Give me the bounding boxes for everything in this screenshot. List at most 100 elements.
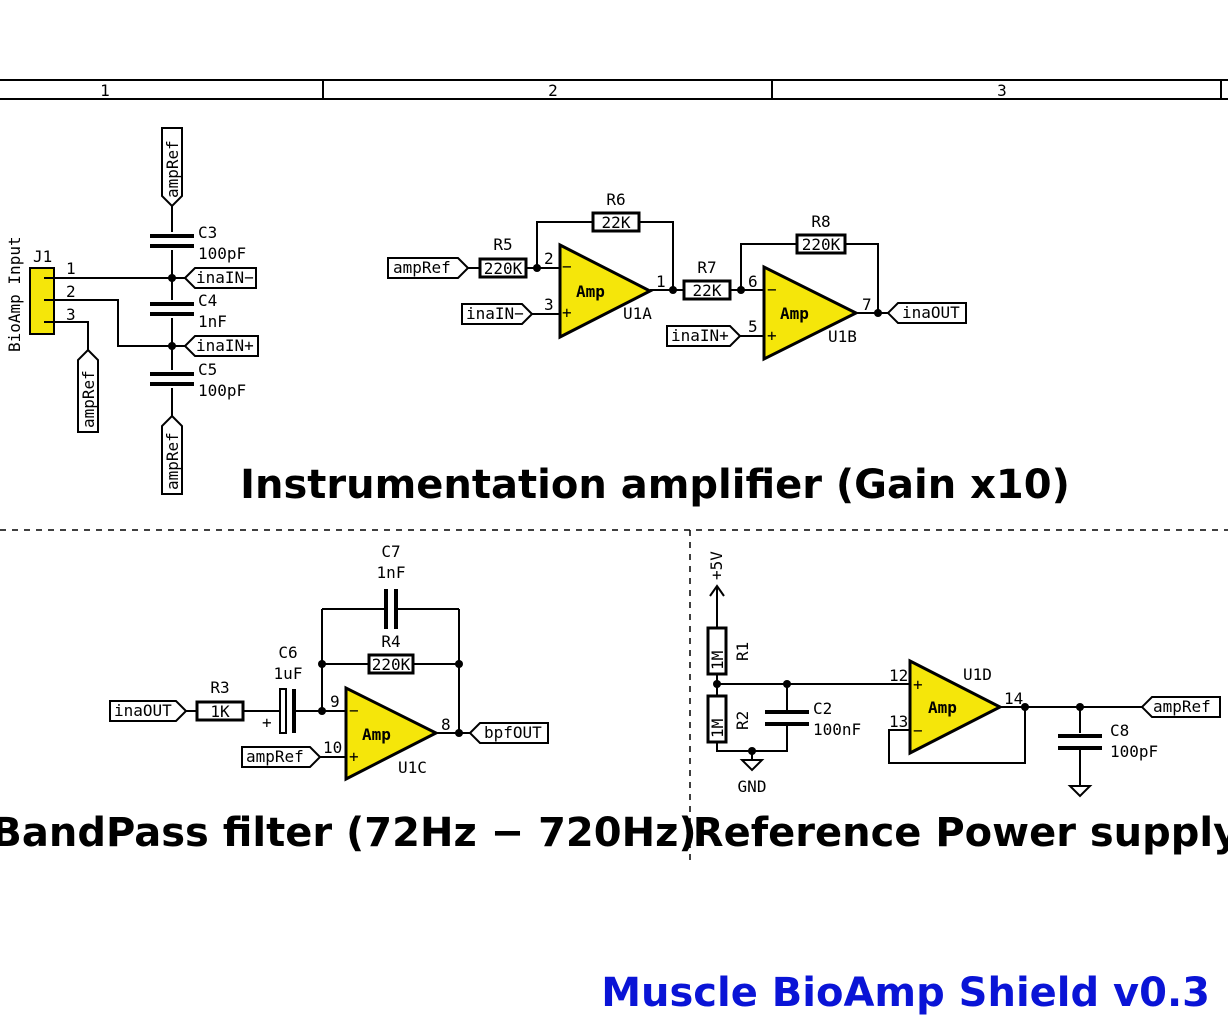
opamp-u1c [344, 685, 440, 782]
frame-ruler: 1 2 3 [0, 79, 1228, 100]
u1c-label: Amp [362, 725, 391, 744]
c3-ref: C3 [198, 223, 217, 242]
u1a-plus-sign: + [562, 303, 572, 322]
c8-ref: C8 [1110, 721, 1129, 740]
r8-ref: R8 [811, 212, 830, 231]
net-label-gnd: GND [738, 777, 767, 796]
u1b-pin-6: 6 [748, 272, 758, 291]
c5-ref: C5 [198, 360, 217, 379]
column-label-1: 1 [100, 81, 110, 100]
c7-value: 1nF [377, 563, 406, 582]
connector-ref: J1 [33, 247, 52, 266]
net-label-ampref-bpf-text: ampRef [246, 747, 304, 766]
resistor-r8 [795, 233, 847, 255]
section-title-bandpass-filter: BandPass filter (72Hz − 720Hz) [0, 810, 697, 856]
u1a-label: Amp [576, 282, 605, 301]
opamp-u1b [762, 264, 860, 362]
opamp-u1a [558, 242, 654, 340]
net-label-ampref-j1-text: ampRef [79, 370, 98, 428]
u1b-ref: U1B [828, 327, 857, 346]
resistor-r3 [195, 700, 245, 722]
r7-value: 22K [693, 281, 722, 300]
r2-ref: R2 [733, 711, 752, 730]
u1c-plus-sign: + [349, 747, 359, 766]
u1d-ref: U1D [963, 665, 992, 684]
net-label-ampref-ina-text: ampRef [393, 258, 451, 277]
c4-ref: C4 [198, 291, 217, 310]
r1-value: 1M [708, 651, 727, 670]
c6-ref: C6 [278, 643, 297, 662]
instrumentation-amplifier: 220K R5 22K R6 22K R7 220K R8 − + Amp U1… [387, 190, 967, 362]
r5-ref: R5 [493, 235, 512, 254]
net-label-inain-plus-text: inaIN+ [671, 326, 729, 345]
net-label-inaout-text: inaOUT [902, 303, 960, 322]
net-label-inain-plus-input-text: inaIN+ [196, 336, 254, 355]
r7-ref: R7 [697, 258, 716, 277]
net-label-inaout-bpf-text: inaOUT [114, 701, 172, 720]
u1a-pin-1: 1 [656, 272, 666, 291]
reference-power-supply: +5V 1M R1 1M R2 GND C2 100nF + − Amp U1D… [706, 551, 1221, 798]
net-label-ampref-top-text: ampRef [163, 140, 182, 198]
u1a-minus-sign: − [562, 257, 572, 276]
connector-pin-3: 3 [66, 305, 76, 324]
u1b-plus-sign: + [767, 326, 777, 345]
net-label-ampref-ina [387, 257, 470, 279]
input-section: BioAmp Input J1 1 2 3 C3 100pF C4 1nF C5… [5, 127, 259, 495]
c7-ref: C7 [381, 542, 400, 561]
net-label-inaout [886, 302, 967, 324]
r5-value: 220K [484, 259, 523, 278]
net-label-ampref-out-text: ampRef [1153, 697, 1211, 716]
u1d-plus-sign: + [913, 675, 923, 694]
net-label-bpfout-text: bpfOUT [484, 723, 542, 742]
gnd-icon-c8 [1067, 785, 1093, 798]
section-title-instrumentation-amplifier: Instrumentation amplifier (Gain x10) [240, 462, 1070, 508]
r3-ref: R3 [210, 678, 229, 697]
opamp-u1d [908, 658, 1004, 756]
net-label-bpfout [468, 722, 549, 744]
u1c-pin-8: 8 [441, 715, 451, 734]
net-label-5v: +5V [707, 551, 726, 580]
u1d-label: Amp [928, 698, 957, 717]
c6-value: 1uF [274, 664, 303, 683]
r6-value: 22K [602, 213, 631, 232]
c8-value: 100pF [1110, 742, 1158, 761]
u1a-pin-3: 3 [544, 295, 554, 314]
net-label-inaout-bpf [109, 700, 188, 722]
r4-value: 220K [372, 655, 411, 674]
r1-ref: R1 [733, 642, 752, 661]
net-label-inain-plus-input [183, 335, 259, 357]
net-label-inain-plus [666, 325, 742, 347]
connector-pin-1: 1 [66, 259, 76, 278]
section-title-reference-power-supply: Reference Power supply [693, 810, 1228, 856]
net-label-ampref-bottom-text: ampRef [163, 432, 182, 490]
u1c-minus-sign: − [349, 701, 359, 720]
u1b-label: Amp [780, 304, 809, 323]
connector-pin-2: 2 [66, 282, 76, 301]
u1c-pin-10: 10 [323, 738, 342, 757]
c5-value: 100pF [198, 381, 246, 400]
bandpass-filter: 1K R3 + C6 1uF C7 1nF 220K R4 − + Amp U1… [109, 542, 549, 782]
r3-value: 1K [210, 702, 230, 721]
net-label-inain-minus-text: inaIN− [466, 304, 524, 323]
net-label-ampref-j1 [77, 348, 99, 433]
u1a-pin-2: 2 [544, 249, 554, 268]
u1b-pin-5: 5 [748, 317, 758, 336]
gnd-icon [739, 759, 765, 772]
u1d-pin-14: 14 [1004, 689, 1023, 708]
resistor-r4 [367, 653, 415, 675]
u1d-minus-sign: − [913, 721, 923, 740]
u1d-pin-12: 12 [889, 666, 908, 685]
connector-label: BioAmp Input [5, 236, 24, 352]
column-label-2: 2 [548, 81, 558, 100]
schematic-title: Muscle BioAmp Shield v0.3 [601, 970, 1210, 1016]
column-label-3: 3 [997, 81, 1007, 100]
u1a-ref: U1A [623, 304, 652, 323]
net-label-ampref-bpf [241, 746, 322, 768]
r8-value: 220K [802, 235, 841, 254]
c3-value: 100pF [198, 244, 246, 263]
c6-plus-sign: + [262, 713, 272, 732]
r4-ref: R4 [381, 632, 400, 651]
net-label-ampref-top [161, 127, 183, 208]
net-label-ampref-bottom [161, 414, 183, 495]
